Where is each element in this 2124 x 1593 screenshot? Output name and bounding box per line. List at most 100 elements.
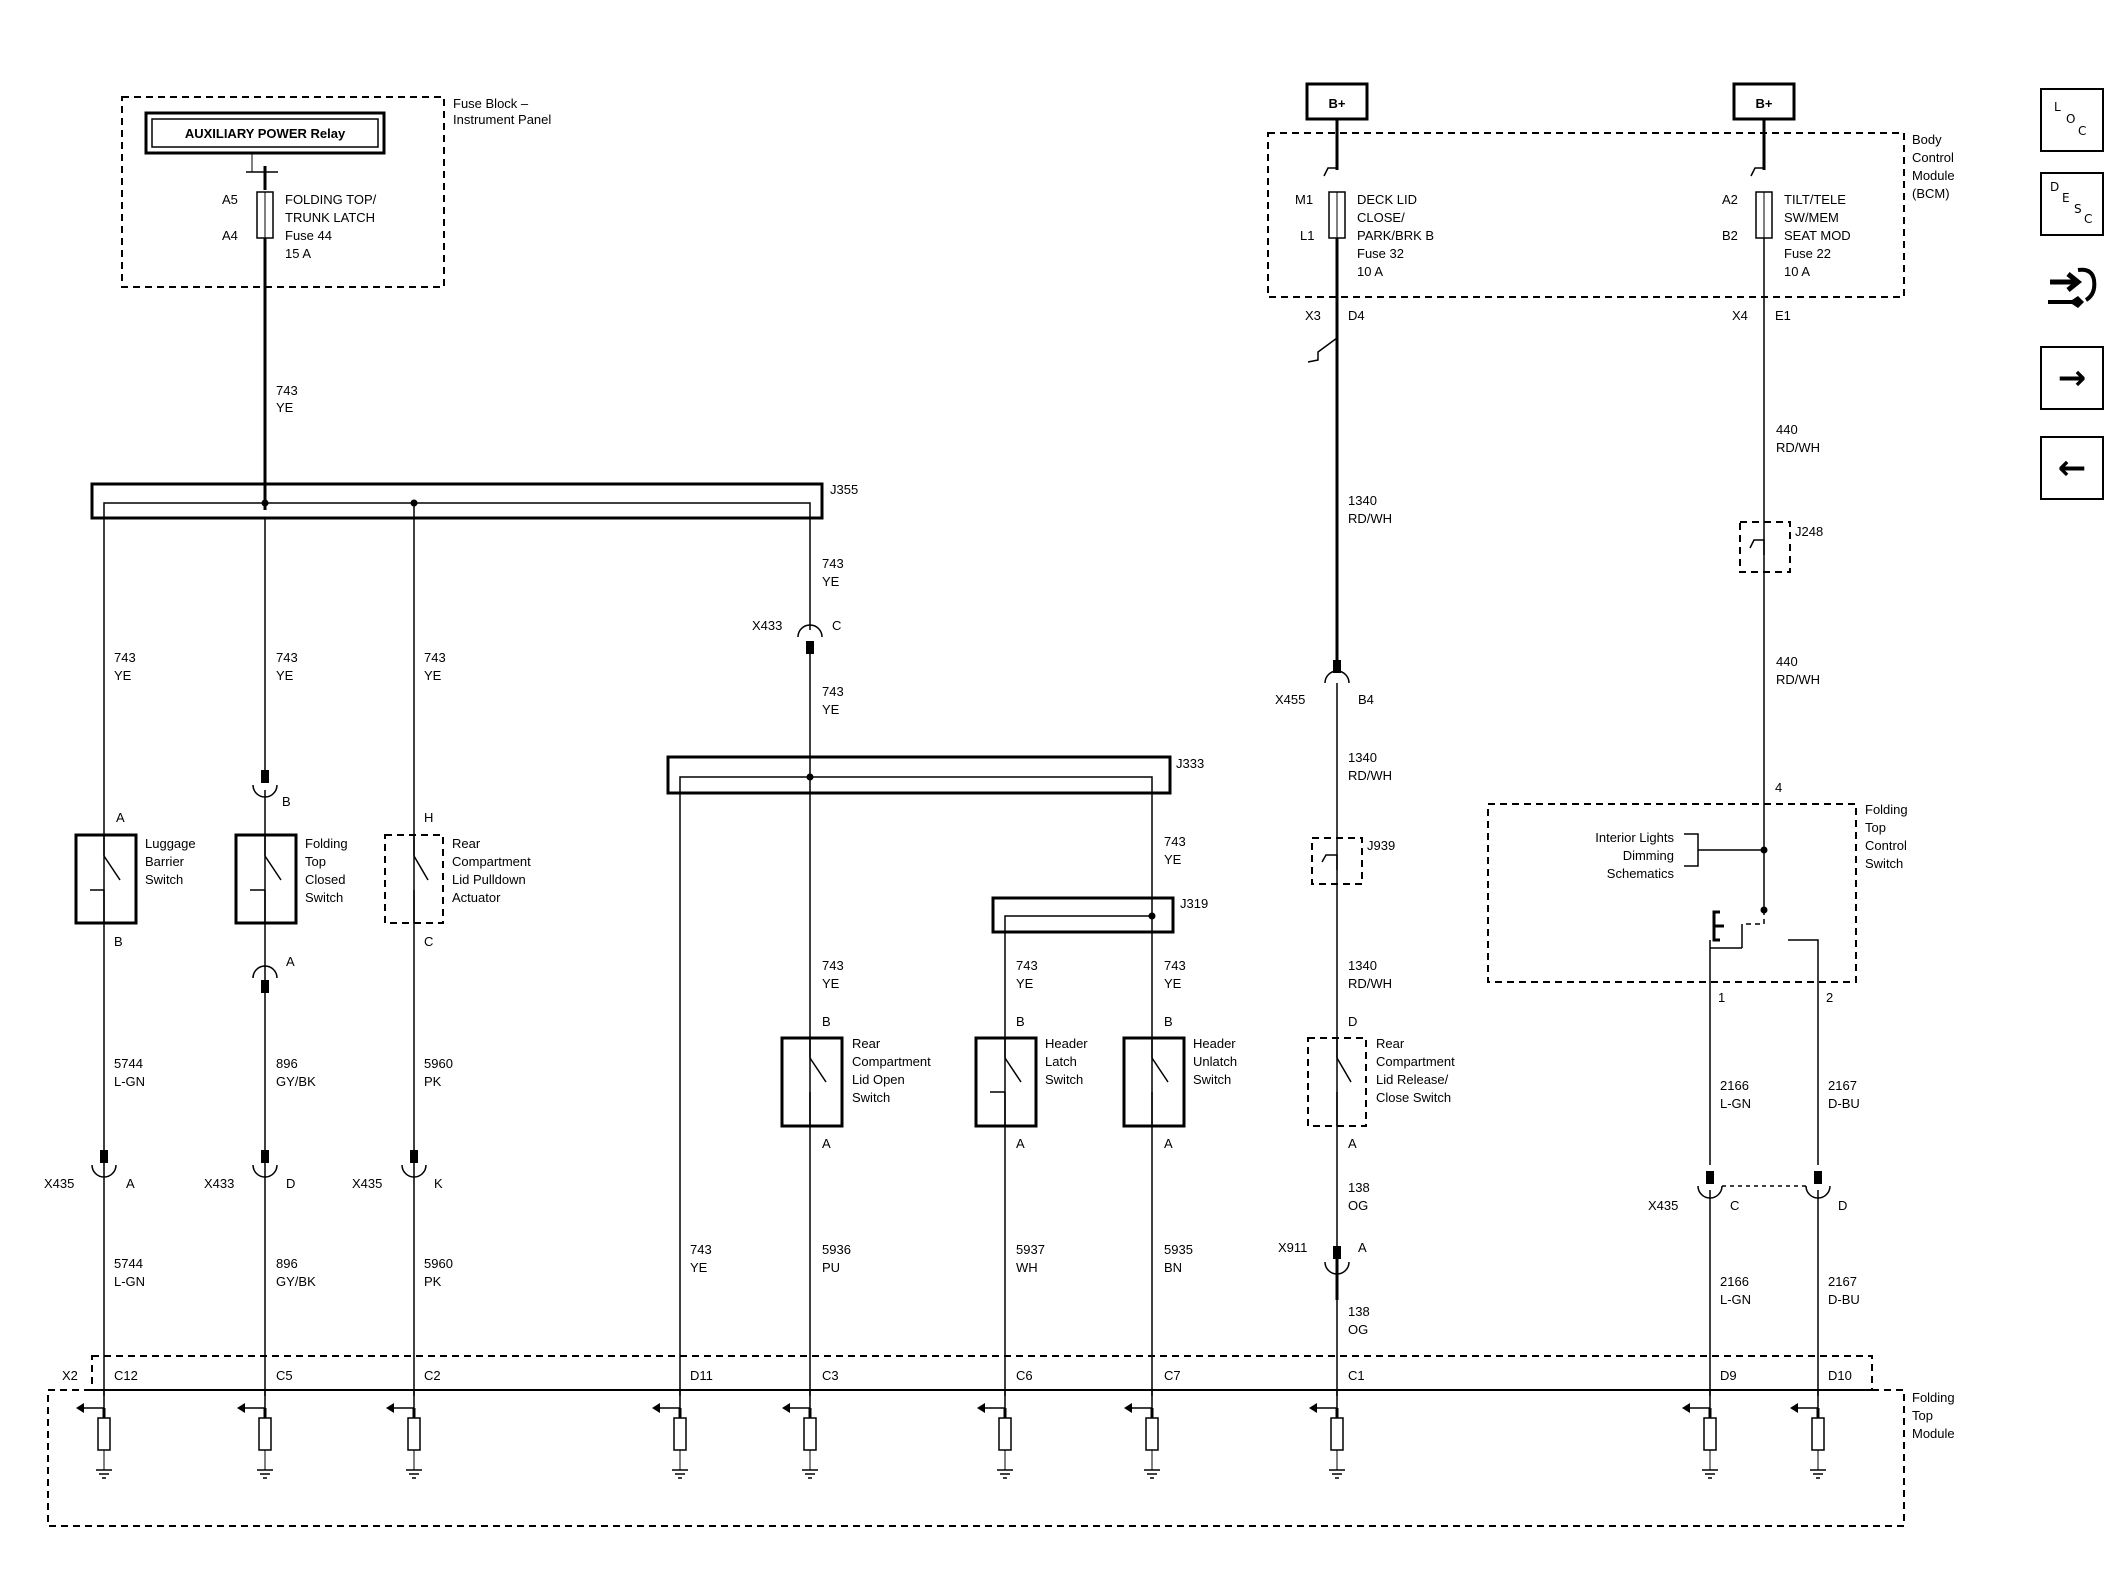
svg-text:Header: Header (1193, 1036, 1236, 1051)
svg-text:B2: B2 (1722, 228, 1738, 243)
svg-text:CLOSE/: CLOSE/ (1357, 210, 1405, 225)
svg-text:PU: PU (822, 1260, 840, 1275)
svg-text:5960: 5960 (424, 1056, 453, 1071)
svg-text:RD/WH: RD/WH (1348, 511, 1392, 526)
svg-text:Unlatch: Unlatch (1193, 1054, 1237, 1069)
svg-text:743: 743 (114, 650, 136, 665)
svg-text:743: 743 (1164, 958, 1186, 973)
svg-text:C3: C3 (822, 1368, 839, 1383)
svg-text:C: C (832, 618, 841, 633)
svg-text:5936: 5936 (822, 1242, 851, 1257)
svg-text:L-GN: L-GN (114, 1074, 145, 1089)
location-button[interactable]: L O C (2040, 88, 2104, 152)
svg-text:Body: Body (1912, 132, 1942, 147)
svg-text:Switch: Switch (145, 872, 183, 887)
svg-text:X435: X435 (352, 1176, 382, 1191)
svg-text:YE: YE (1016, 976, 1034, 991)
fuse-block-label-1: Fuse Block – (453, 96, 529, 111)
svg-text:C7: C7 (1164, 1368, 1181, 1383)
svg-text:RD/WH: RD/WH (1776, 440, 1820, 455)
svg-text:A: A (1016, 1136, 1025, 1151)
connector-x435-a (91, 1150, 117, 1178)
fuse44-line-1: FOLDING TOP/ (285, 192, 377, 207)
svg-text:E1: E1 (1775, 308, 1791, 323)
svg-text:1340: 1340 (1348, 750, 1377, 765)
svg-text:Switch: Switch (1045, 1072, 1083, 1087)
svg-text:X3: X3 (1305, 308, 1321, 323)
svg-text:Rear: Rear (1376, 1036, 1405, 1051)
svg-text:Dimming: Dimming (1623, 848, 1674, 863)
svg-text:PARK/BRK B: PARK/BRK B (1357, 228, 1434, 243)
svg-text:L-GN: L-GN (1720, 1096, 1751, 1111)
next-button[interactable]: → (2040, 346, 2104, 410)
svg-text:OG: OG (1348, 1198, 1368, 1213)
svg-text:Control: Control (1912, 150, 1954, 165)
svg-text:10 A: 10 A (1357, 264, 1383, 279)
svg-text:J355: J355 (830, 482, 858, 497)
svg-text:D-BU: D-BU (1828, 1292, 1860, 1307)
svg-text:743: 743 (276, 650, 298, 665)
svg-text:896: 896 (276, 1056, 298, 1071)
svg-text:Module: Module (1912, 168, 1955, 183)
svg-text:YE: YE (114, 668, 132, 683)
svg-text:X433: X433 (752, 618, 782, 633)
svg-text:2167: 2167 (1828, 1078, 1857, 1093)
svg-text:1340: 1340 (1348, 958, 1377, 973)
fuse44-pin-a5: A5 (222, 192, 238, 207)
svg-text:C: C (1730, 1198, 1739, 1213)
svg-text:Switch: Switch (852, 1090, 890, 1105)
connector-x2: X2 C12 C5 C2 D11 C3 C6 C7 C1 D9 D10 (62, 1355, 1873, 1391)
description-button[interactable]: D E S C (2040, 172, 2104, 236)
fuse-block-instrument-panel: Fuse Block – Instrument Panel AUXILIARY … (121, 96, 551, 288)
svg-text:Closed: Closed (305, 872, 345, 887)
svg-text:743: 743 (690, 1242, 712, 1257)
fuse44-line-4: 15 A (285, 246, 311, 261)
svg-text:J319: J319 (1180, 896, 1208, 911)
svg-text:743: 743 (1016, 958, 1038, 973)
svg-text:Module: Module (1912, 1426, 1955, 1441)
svg-text:D4: D4 (1348, 308, 1365, 323)
svg-text:B+: B+ (1756, 96, 1773, 111)
rear-compartment-lid-release-close-switch (1307, 1037, 1367, 1127)
svg-text:SW/MEM: SW/MEM (1784, 210, 1839, 225)
svg-text:A2: A2 (1722, 192, 1738, 207)
svg-text:5744: 5744 (114, 1256, 143, 1271)
svg-text:RD/WH: RD/WH (1776, 672, 1820, 687)
svg-text:B: B (114, 934, 123, 949)
svg-text:440: 440 (1776, 422, 1798, 437)
svg-text:WH: WH (1016, 1260, 1038, 1275)
svg-text:Rear: Rear (852, 1036, 881, 1051)
svg-text:SEAT MOD: SEAT MOD (1784, 228, 1851, 243)
svg-text:2167: 2167 (1828, 1274, 1857, 1289)
splice-j939: J939 (1311, 837, 1395, 885)
svg-text:Control: Control (1865, 838, 1907, 853)
svg-text:Lid Release/: Lid Release/ (1376, 1072, 1449, 1087)
svg-text:5935: 5935 (1164, 1242, 1193, 1257)
svg-text:X435: X435 (1648, 1198, 1678, 1213)
fuse44-line-2: TRUNK LATCH (285, 210, 375, 225)
svg-text:DECK LID: DECK LID (1357, 192, 1417, 207)
svg-text:138: 138 (1348, 1304, 1370, 1319)
svg-text:Switch: Switch (1193, 1072, 1231, 1087)
svg-text:Lid Open: Lid Open (852, 1072, 905, 1087)
folding-top-control-switch: Folding Top Control Switch Interior Ligh… (1487, 802, 1908, 1165)
svg-text:OG: OG (1348, 1322, 1368, 1337)
svg-text:138: 138 (1348, 1180, 1370, 1195)
svg-text:YE: YE (424, 668, 442, 683)
svg-text:YE: YE (1164, 852, 1182, 867)
svg-text:GY/BK: GY/BK (276, 1074, 316, 1089)
connector-wrench-icon[interactable] (2040, 260, 2100, 320)
svg-text:YE: YE (276, 400, 294, 415)
svg-text:743: 743 (822, 684, 844, 699)
svg-text:A: A (286, 954, 295, 969)
svg-text:A: A (1348, 1136, 1357, 1151)
body-control-module: Body Control Module (BCM) (1267, 132, 1955, 298)
previous-button[interactable]: ← (2040, 436, 2104, 500)
svg-text:Interior Lights: Interior Lights (1595, 830, 1674, 845)
wire-743-label-top: 743 (276, 383, 298, 398)
svg-text:M1: M1 (1295, 192, 1313, 207)
svg-text:Rear: Rear (452, 836, 481, 851)
arrow-right-icon: → (2057, 358, 2087, 398)
svg-text:J939: J939 (1367, 838, 1395, 853)
svg-text:BN: BN (1164, 1260, 1182, 1275)
